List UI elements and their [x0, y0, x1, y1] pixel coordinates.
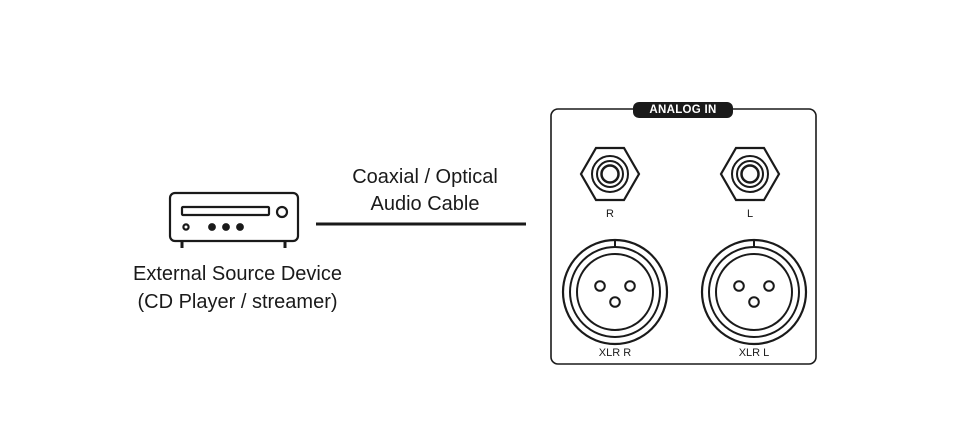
- source-device-label-line2: (CD Player / streamer): [137, 291, 338, 313]
- xlr-right-label: XLR R: [598, 347, 632, 359]
- panel-title-badge: ANALOG IN: [633, 102, 733, 118]
- cable-label-line1: Coaxial / Optical: [352, 166, 498, 188]
- rca-right-label: R: [606, 208, 614, 220]
- xlr-jack-right: [561, 238, 669, 346]
- cable-label-line2: Audio Cable: [370, 193, 480, 215]
- source-device-label: External Source Device (CD Player / stre…: [80, 260, 395, 316]
- cable-label: Coaxial / Optical Audio Cable: [300, 164, 550, 218]
- rca-jack-right: [579, 146, 641, 202]
- rca-left-label: L: [746, 208, 754, 220]
- analog-in-panel: [550, 108, 817, 365]
- rca-jack-left: [719, 146, 781, 202]
- xlr-jack-left: [700, 238, 808, 346]
- source-device-label-line1: External Source Device: [133, 263, 342, 285]
- cd-player-icon: [168, 191, 300, 248]
- xlr-left-label: XLR L: [738, 347, 770, 359]
